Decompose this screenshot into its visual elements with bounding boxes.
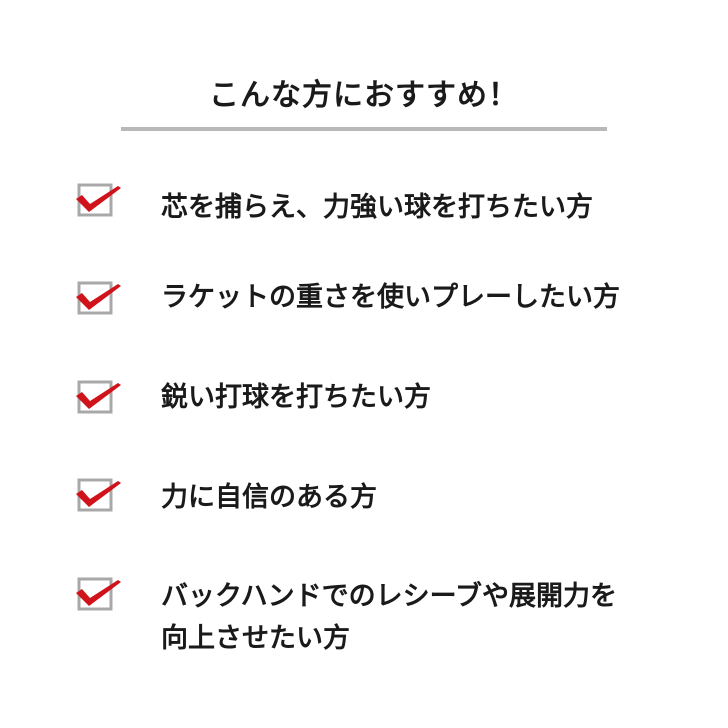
item-label-continued: 向上させたい方	[161, 623, 350, 654]
item-label: 力に自信のある方	[161, 482, 377, 513]
item-label: 芯を捕らえ、力強い球を打ちたい方	[161, 192, 593, 223]
page-title: こんな方におすすめ！	[209, 78, 519, 113]
item-label: 鋭い打球を打ちたい方	[161, 382, 431, 413]
checkbox-checked-icon	[74, 379, 124, 419]
item-label: ラケットの重さを使いプレーしたい方	[161, 282, 620, 313]
title-divider	[121, 127, 607, 131]
checkbox-checked-icon	[74, 576, 124, 616]
checkbox-checked-icon	[74, 280, 124, 320]
checkbox-checked-icon	[74, 477, 124, 517]
item-label: バックハンドでのレシーブや展開力を	[161, 581, 618, 612]
checkbox-checked-icon	[74, 182, 124, 222]
